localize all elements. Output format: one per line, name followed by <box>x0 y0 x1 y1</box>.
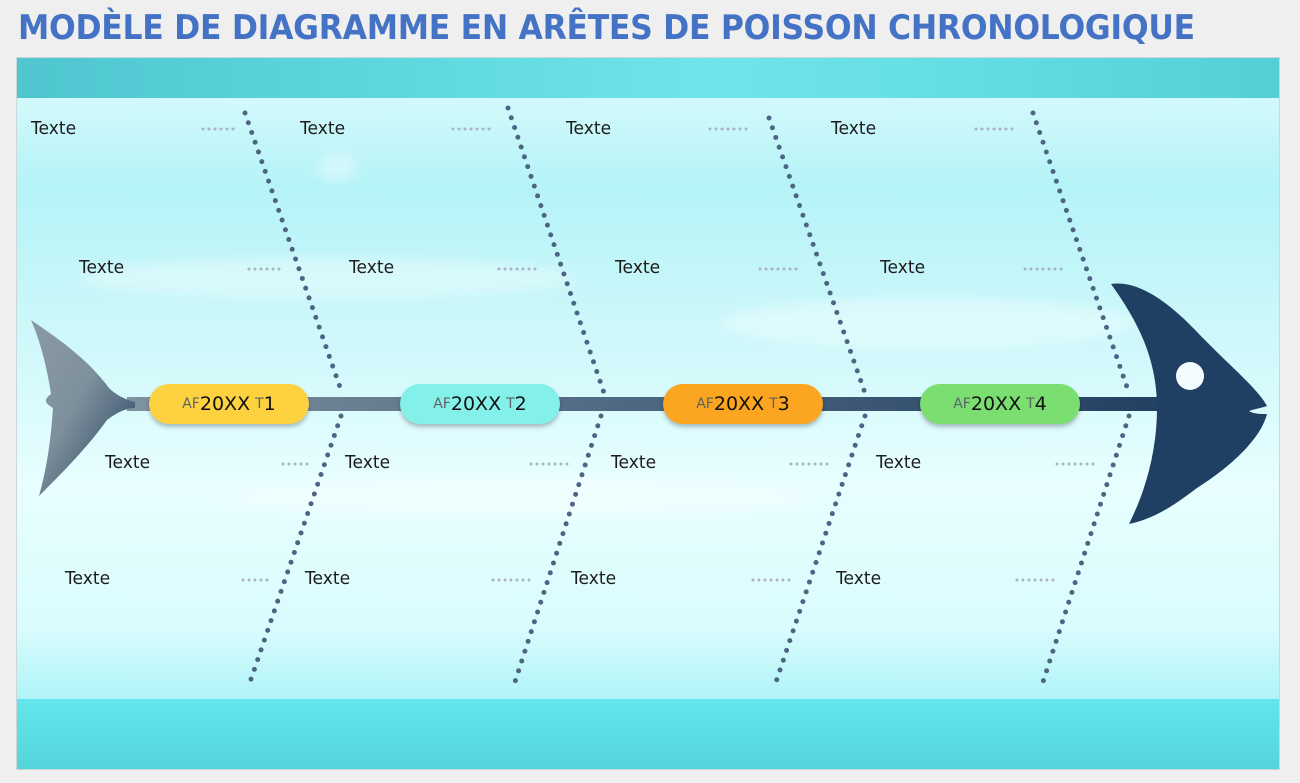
cause-label[interactable]: Texte <box>831 118 877 139</box>
quarter-prefix: T <box>255 396 264 412</box>
fiscal-year-prefix: AF <box>953 396 971 412</box>
cause-label[interactable]: Texte <box>300 118 346 139</box>
bottom-water-band <box>17 699 1279 769</box>
cause-label[interactable]: Texte <box>345 452 391 473</box>
cause-label[interactable]: Texte <box>611 452 657 473</box>
upper-bones <box>242 105 1132 396</box>
cause-label[interactable]: Texte <box>880 257 926 278</box>
cause-label[interactable]: Texte <box>105 452 151 473</box>
cause-label[interactable]: Texte <box>65 568 111 589</box>
fish-tail-icon <box>31 320 135 496</box>
cause-label[interactable]: Texte <box>836 568 882 589</box>
top-water-band <box>17 58 1279 98</box>
fish-eye-icon <box>1176 362 1204 390</box>
fiscal-year: 20XX <box>713 393 765 415</box>
fishbone-diagram <box>31 105 1267 691</box>
fish-head-icon <box>1111 283 1267 524</box>
lower-bones <box>245 413 1132 691</box>
cause-label[interactable]: Texte <box>79 257 125 278</box>
cause-label[interactable]: Texte <box>349 257 395 278</box>
cause-label[interactable]: Texte <box>571 568 617 589</box>
fiscal-year-prefix: AF <box>696 396 714 412</box>
quarter-number: 1 <box>263 393 276 415</box>
cause-label[interactable]: Texte <box>31 118 77 139</box>
fiscal-year: 20XX <box>199 393 251 415</box>
cause-label[interactable]: Texte <box>615 257 661 278</box>
quarter-number: 2 <box>514 393 527 415</box>
fiscal-year: 20XX <box>450 393 502 415</box>
page-title: MODÈLE DE DIAGRAMME EN ARÊTES DE POISSON… <box>18 8 1195 48</box>
quarter-number: 4 <box>1034 393 1047 415</box>
quarter-prefix: T <box>769 396 778 412</box>
spine <box>127 397 1167 411</box>
quarter-number: 3 <box>777 393 790 415</box>
water-streak <box>77 258 577 298</box>
cause-label[interactable]: Texte <box>876 452 922 473</box>
cause-label[interactable]: Texte <box>566 118 612 139</box>
water-streak <box>717 298 1137 348</box>
fiscal-year-prefix: AF <box>182 396 200 412</box>
fishbone-slide: Texte Texte Texte Texte Texte Texte Text… <box>16 57 1280 770</box>
quarter-prefix: T <box>506 396 515 412</box>
leader-lines <box>201 127 1099 582</box>
cause-label[interactable]: Texte <box>305 568 351 589</box>
quarter-prefix: T <box>1026 396 1035 412</box>
fiscal-year: 20XX <box>970 393 1022 415</box>
light-spot <box>317 153 357 183</box>
fiscal-year-prefix: AF <box>433 396 451 412</box>
